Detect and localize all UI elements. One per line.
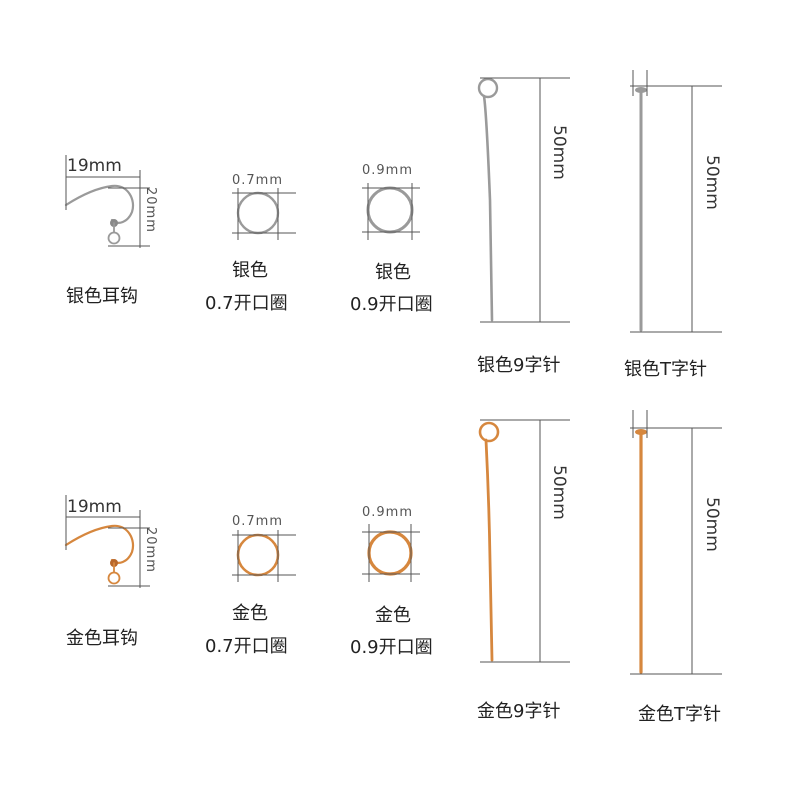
silver-ring-07-size-label: 0.7mm: [232, 173, 284, 188]
silver-eye-pin-length-label: 50mm: [549, 125, 569, 180]
silver-ring-07-name-line1: 银色: [232, 260, 268, 281]
silver-earhook-height-label: 20mm: [143, 187, 158, 233]
gold-ring-07-size-label: 0.7mm: [232, 514, 284, 529]
silver-eye-pin-icon: [477, 77, 499, 322]
gold-eye-pin-icon: [478, 421, 500, 662]
silver-eye-pin-name: 银色9字针: [477, 355, 561, 376]
silver-ring-09-icon: [362, 183, 420, 240]
silver-earhook-width-label: 19mm: [67, 156, 122, 176]
gold-ring-07-name-line2: 0.7开口圈: [205, 636, 288, 657]
gold-t-pin-length-label: 50mm: [702, 497, 722, 552]
silver-t-pin-name: 银色T字针: [624, 359, 707, 380]
silver-t-pin-dimension: [630, 70, 722, 333]
gold-ring-09-icon: [362, 524, 420, 582]
gold-ring-07-icon: [232, 530, 296, 582]
silver-ring-07-name-line2: 0.7开口圈: [205, 293, 288, 314]
gold-ring-09-name-line1: 金色: [375, 605, 411, 626]
gold-t-pin-icon: [635, 429, 647, 674]
gold-earhook-name: 金色耳钩: [66, 628, 138, 649]
gold-ring-09-name-line2: 0.9开口圈: [350, 637, 433, 658]
gold-t-pin-name: 金色T字针: [638, 704, 721, 725]
silver-earhook-name: 银色耳钩: [66, 286, 138, 307]
gold-earhook-dimension: [65, 495, 150, 588]
gold-eye-pin-length-label: 50mm: [549, 465, 569, 520]
silver-earhook-dimension: [65, 155, 150, 248]
gold-eye-pin-name: 金色9字针: [477, 701, 561, 722]
gold-ring-07-name-line1: 金色: [232, 603, 268, 624]
gold-t-pin-dimension: [630, 410, 722, 675]
gold-earhook-height-label: 20mm: [143, 527, 158, 573]
gold-eye-pin-dimension: [480, 419, 570, 663]
gold-earhook-width-label: 19mm: [67, 497, 122, 517]
silver-ring-07-icon: [232, 188, 296, 240]
gold-ring-09-size-label: 0.9mm: [362, 505, 414, 520]
silver-ring-09-name-line1: 银色: [375, 262, 411, 283]
silver-eye-pin-dimension: [480, 77, 570, 323]
gold-earhook-icon: [64, 524, 135, 585]
silver-t-pin-icon: [635, 87, 647, 332]
silver-ring-09-size-label: 0.9mm: [362, 163, 414, 178]
silver-earhook-icon: [64, 184, 135, 245]
silver-ring-09-name-line2: 0.9开口圈: [350, 294, 433, 315]
silver-t-pin-length-label: 50mm: [702, 155, 722, 210]
